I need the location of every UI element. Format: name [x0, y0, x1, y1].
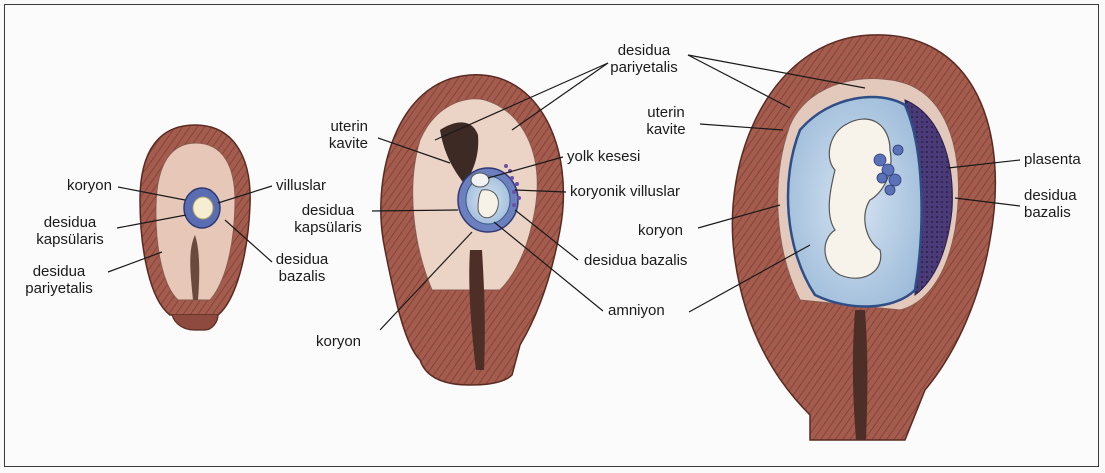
label-line: bazalis [262, 268, 342, 285]
stage-2-uterus [381, 75, 564, 385]
label-s2-desidua-kapsularis: desidua kapsülaris [286, 202, 370, 236]
label-line: bazalis [1024, 204, 1077, 221]
label-line: kavite [636, 121, 696, 138]
stage-1-cervix [172, 315, 218, 330]
label-s1-desidua-bazalis: desidua bazalis [262, 251, 342, 285]
label-s1-desidua-pariyetalis: desidua pariyetalis [12, 263, 106, 297]
label-s2-koryonik-villuslar: koryonik villuslar [570, 183, 680, 200]
label-line: pariyetalis [12, 280, 106, 297]
label-line: uterin [636, 104, 696, 121]
label-line: pariyetalis [596, 59, 692, 76]
label-line: kapsülaris [286, 219, 370, 236]
stage-2-embryo [478, 190, 498, 218]
label-line: desidua [286, 202, 370, 219]
label-line: desidua [12, 263, 106, 280]
label-line: desidua [596, 42, 692, 59]
label-line: desidua [1024, 187, 1077, 204]
label-line: desidua [22, 214, 118, 231]
label-s3-plasenta: plasenta [1024, 151, 1081, 168]
label-line: kavite [308, 135, 368, 152]
label-s3-desidua-bazalis: desidua bazalis [1024, 187, 1077, 221]
stage-3-cervical-canal [853, 310, 868, 440]
label-s1-koryon: koryon [40, 177, 112, 194]
label-s3-uterin-kavite: uterin kavite [636, 104, 696, 138]
label-line: kapsülaris [22, 231, 118, 248]
label-s2-desidua-bazalis: desidua bazalis [584, 252, 687, 269]
label-s1-desidua-kapsularis: desidua kapsülaris [22, 214, 118, 248]
stage-1-embryo [193, 197, 213, 219]
stage-3-uterus [732, 35, 995, 440]
label-s3-koryon: koryon [638, 222, 683, 239]
label-s2-yolk-kesesi: yolk kesesi [567, 148, 640, 165]
label-amniyon: amniyon [608, 302, 665, 319]
stage-2-yolk-sac [471, 173, 489, 187]
label-s2-desidua-pariyetalis: desidua pariyetalis [596, 42, 692, 76]
label-s2-uterin-kavite: uterin kavite [308, 118, 368, 152]
leader-s3-par-a [688, 55, 790, 108]
label-s2-koryon: koryon [316, 333, 361, 350]
label-s1-villuslar: villuslar [276, 177, 326, 194]
label-line: desidua [262, 251, 342, 268]
label-line: uterin [308, 118, 368, 135]
